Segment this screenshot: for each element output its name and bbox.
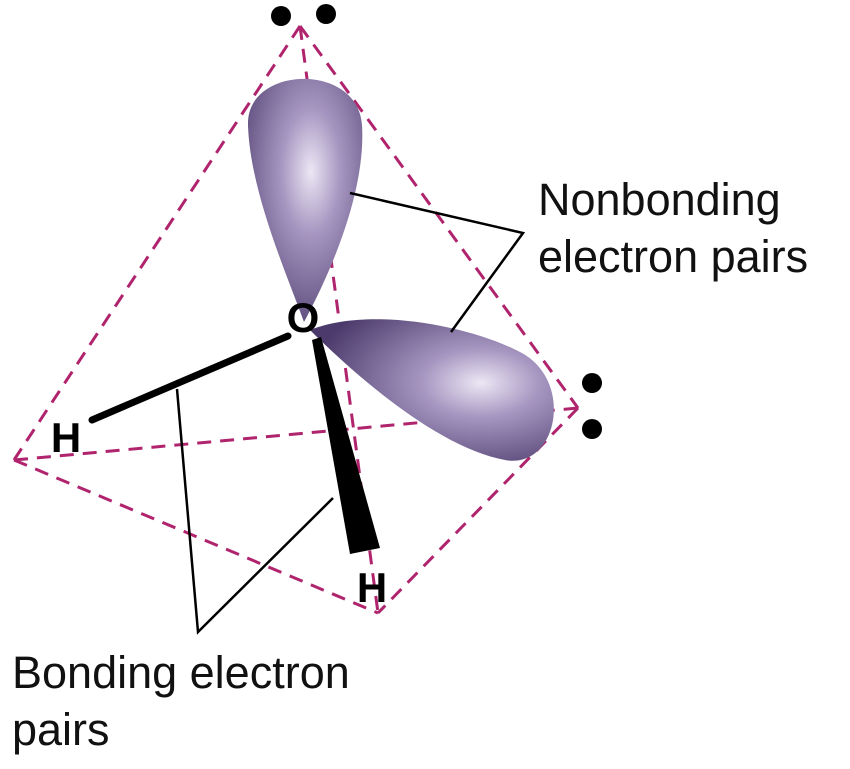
tetrahedron-edge bbox=[298, 25, 580, 409]
electron-dot bbox=[582, 419, 602, 439]
label-nonbonding-line2: electron pairs bbox=[538, 231, 808, 282]
leader-line-nonbonding bbox=[349, 191, 526, 333]
atom-label-hydrogen-front: H bbox=[357, 564, 387, 611]
bond-o-h-front-wedge bbox=[312, 337, 380, 554]
label-nonbonding-line1: Nonbonding bbox=[538, 174, 781, 225]
leader-line-bonding bbox=[175, 388, 334, 635]
electron-dot bbox=[316, 4, 336, 24]
tetrahedron-edge bbox=[12, 25, 302, 461]
atom-label-oxygen: O bbox=[287, 294, 320, 341]
label-bonding-line2: pairs bbox=[12, 704, 110, 755]
label-bonding-line1: Bonding electron bbox=[12, 647, 350, 698]
lone-pair-top bbox=[271, 4, 336, 26]
nonbonding-orbital-lobe-up bbox=[247, 78, 363, 322]
nonbonding-orbital-lobe-right bbox=[310, 319, 554, 461]
lone-pair-right bbox=[582, 373, 602, 439]
tetrahedron-edge bbox=[13, 458, 379, 615]
electron-dot bbox=[271, 6, 291, 26]
electron-dot bbox=[582, 373, 602, 393]
atom-label-hydrogen-left: H bbox=[51, 414, 81, 461]
bond-o-h-left bbox=[88, 332, 292, 424]
